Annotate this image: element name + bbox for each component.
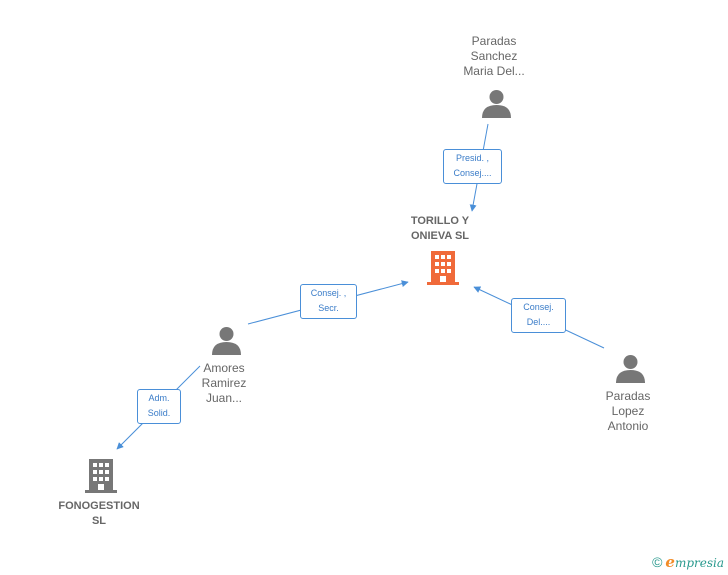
- role-box-paradas-sanchez[interactable]: Presid. , Consej....: [443, 149, 502, 184]
- amores-ramirez-line2: Ramirez: [201, 376, 247, 390]
- paradas-lopez-line3: Antonio: [607, 419, 649, 433]
- person-icon[interactable]: [212, 326, 241, 355]
- paradas-sanchez-line1: Paradas: [471, 34, 517, 48]
- role-line1: Consej.: [523, 302, 554, 312]
- role-line1: Consej. ,: [310, 288, 347, 298]
- paradas-lopez-line2: Lopez: [611, 404, 645, 418]
- amores-ramirez-label[interactable]: Amores Ramirez Juan...: [174, 361, 274, 406]
- brand-logo-rest: mpresia: [674, 556, 724, 570]
- brand-logo-initial: e: [665, 553, 675, 571]
- role-line1: Adm.: [148, 393, 170, 403]
- paradas-sanchez-line2: Sanchez: [470, 49, 518, 63]
- amores-ramirez-line1: Amores: [203, 361, 245, 375]
- copyright-icon: ©: [652, 554, 663, 570]
- role-line2: Del....: [526, 317, 551, 327]
- role-box-paradas-lopez[interactable]: Consej. Del....: [511, 298, 566, 333]
- paradas-sanchez-label[interactable]: Paradas Sanchez Maria Del...: [444, 34, 544, 79]
- role-box-fonogestion[interactable]: Adm. Solid.: [137, 389, 181, 424]
- role-line2: Solid.: [147, 408, 171, 418]
- amores-ramirez-line3: Juan...: [205, 391, 243, 405]
- paradas-lopez-line1: Paradas: [605, 389, 651, 403]
- brand-logo: empresia: [665, 553, 724, 571]
- role-line2: Secr.: [318, 303, 339, 313]
- brand-footer[interactable]: © empresia: [652, 553, 724, 571]
- fonogestion-label[interactable]: FONOGESTION SL: [54, 499, 144, 529]
- main-company-name-line2: ONIEVA SL: [410, 230, 470, 242]
- paradas-sanchez-line3: Maria Del...: [463, 64, 525, 78]
- building-icon[interactable]: [427, 251, 459, 285]
- paradas-lopez-label[interactable]: Paradas Lopez Antonio: [578, 389, 678, 434]
- person-icon[interactable]: [482, 89, 511, 118]
- main-company-name-line1: TORILLO Y: [410, 215, 470, 227]
- building-icon[interactable]: [85, 459, 117, 493]
- fonogestion-line2: SL: [91, 515, 107, 527]
- role-line2: Consej....: [453, 168, 492, 178]
- person-icon[interactable]: [616, 354, 645, 383]
- fonogestion-line1: FONOGESTION: [58, 500, 140, 512]
- main-company-label[interactable]: TORILLO Y ONIEVA SL: [395, 214, 485, 244]
- role-box-amores[interactable]: Consej. , Secr.: [300, 284, 357, 319]
- role-line1: Presid. ,: [455, 153, 489, 163]
